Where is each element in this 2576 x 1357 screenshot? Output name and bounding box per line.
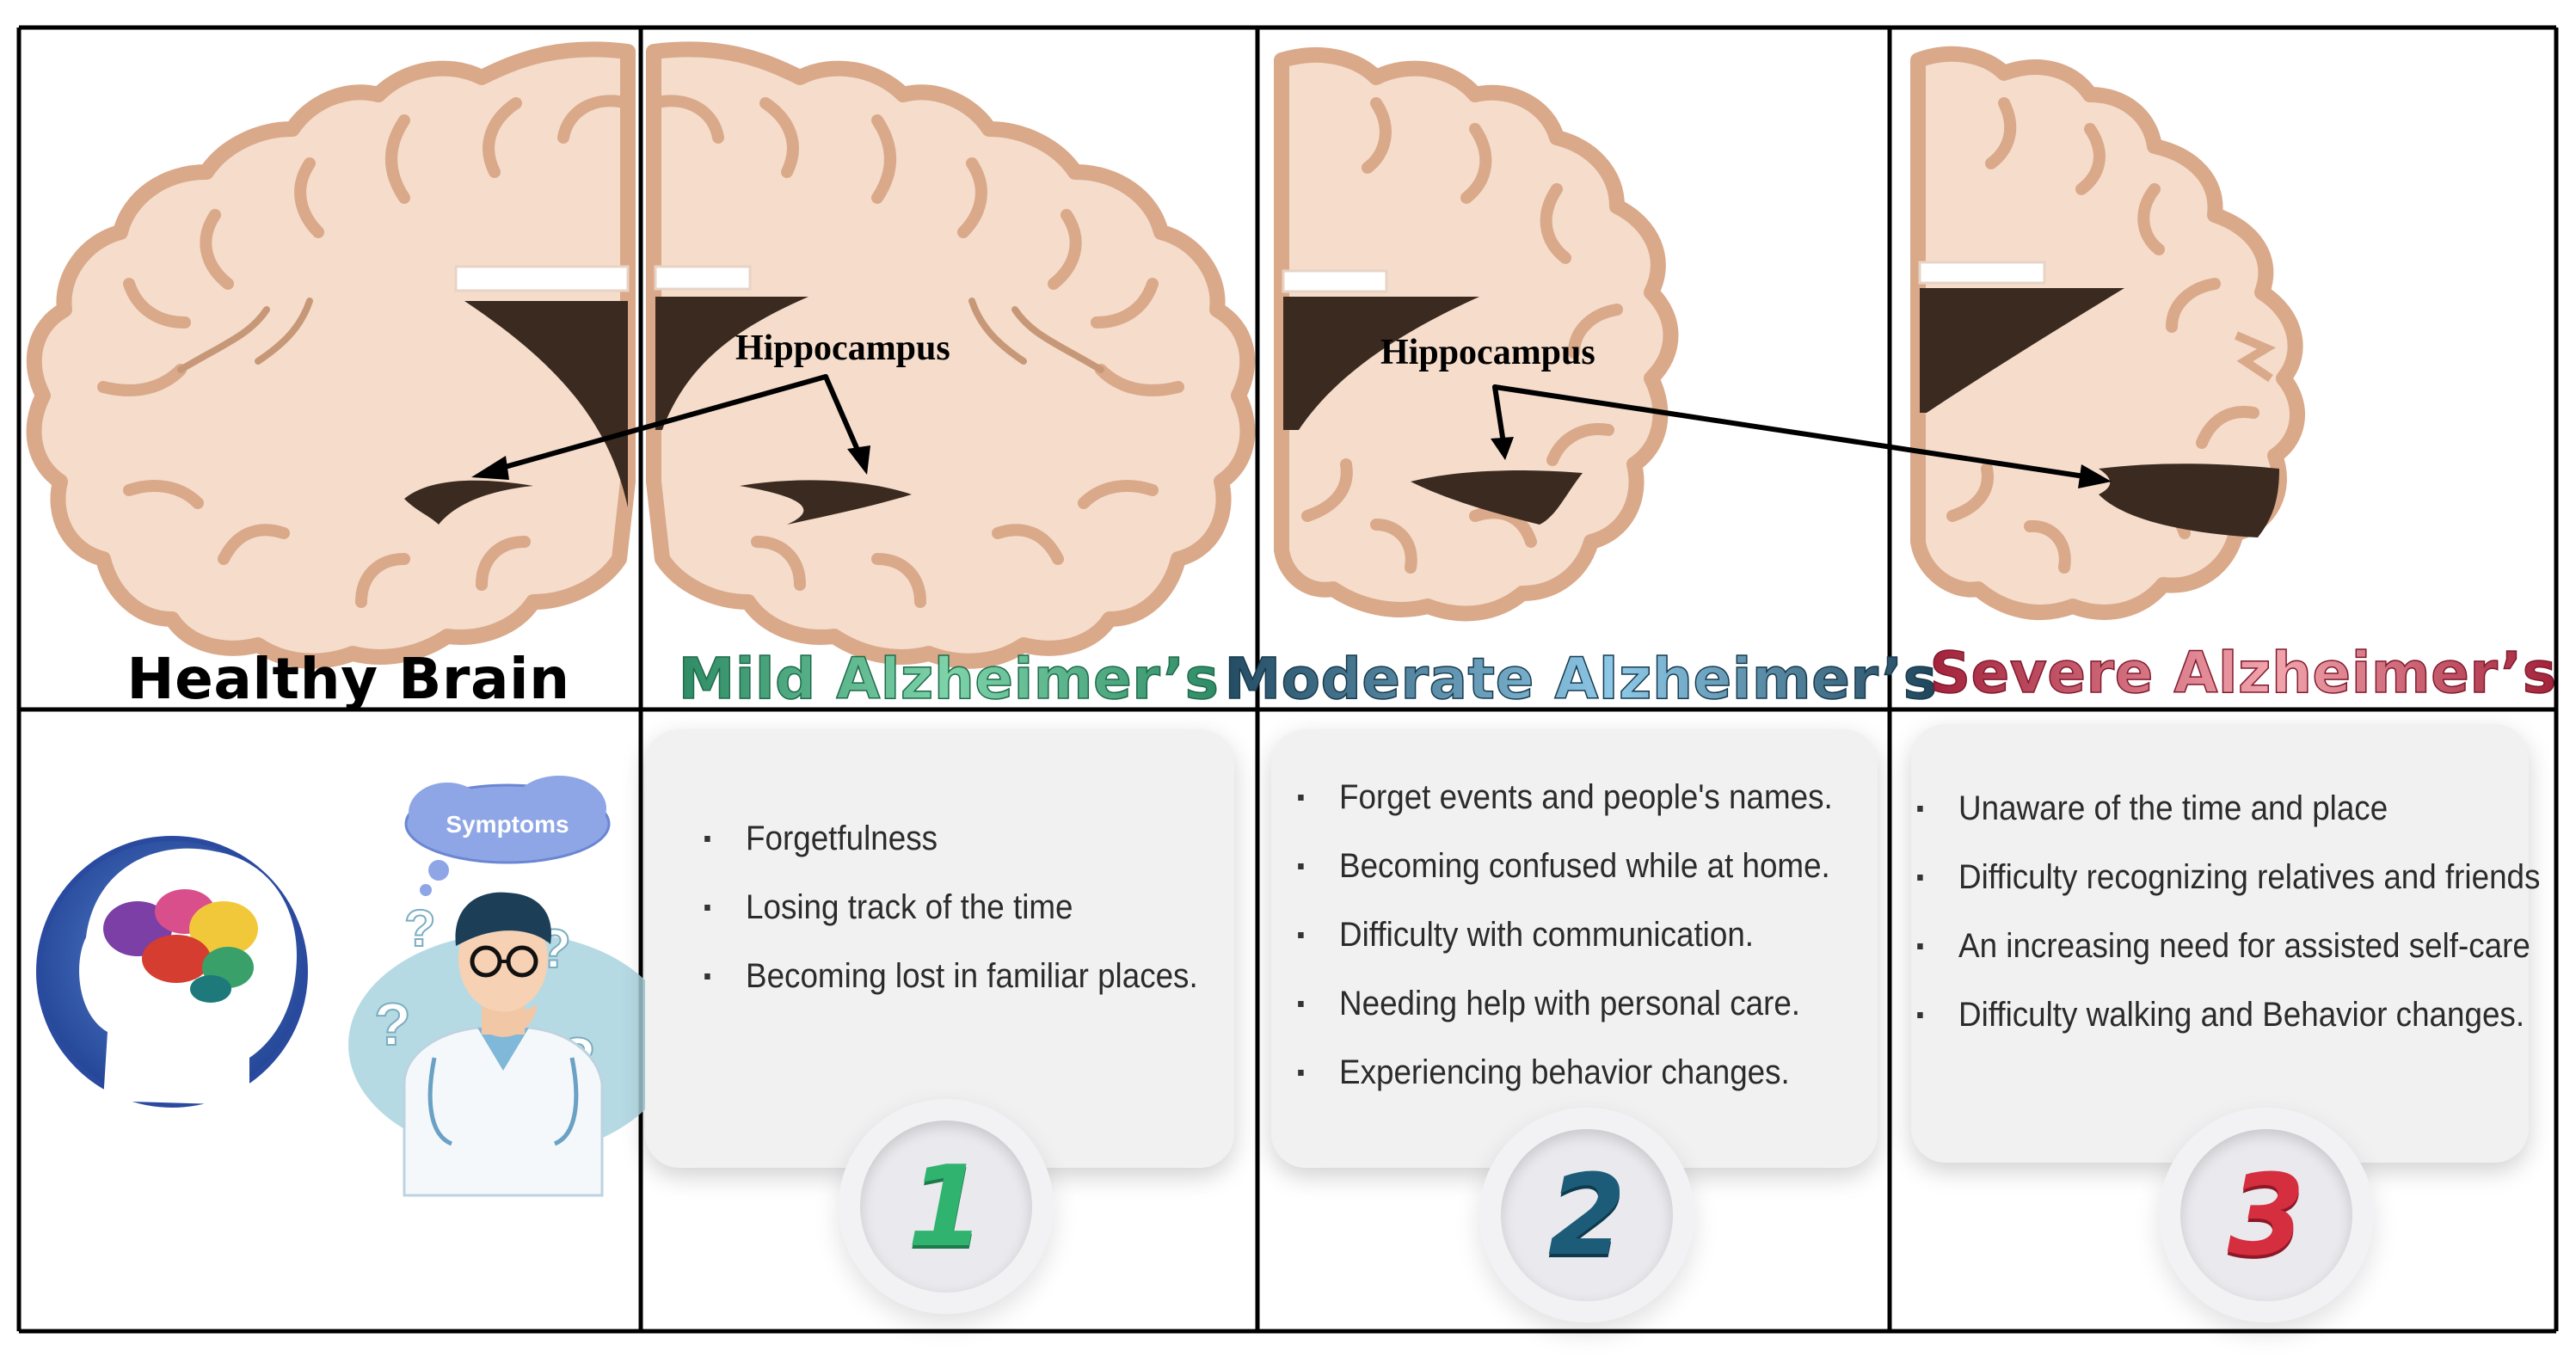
- stage-title-healthy: Healthy Brain: [126, 646, 569, 712]
- symptom-item: Forgetfulness: [697, 804, 1198, 873]
- hippocampus-label-left: Hippocampus: [735, 329, 950, 368]
- question-mark-icon: ?: [374, 991, 411, 1058]
- symptom-item: Becoming lost in familiar places.: [697, 942, 1198, 1010]
- doctor-thinking-illustration: Symptoms ? ? ? ?: [348, 776, 675, 1197]
- arrowhead-icon: [847, 445, 870, 475]
- arrowheads: [471, 437, 2112, 488]
- stage-title-severe: Severe Alzheimer’s: [1929, 640, 2556, 706]
- symptom-item: Difficulty recognizing relatives and fri…: [1909, 843, 2540, 912]
- severe-brain-image: [1910, 46, 2305, 621]
- mild-symptoms-list: Forgetfulness Losing track of the time B…: [697, 804, 1241, 1010]
- moderate-symptoms-list: Forget events and people's names. Becomi…: [1290, 763, 1880, 1107]
- symptom-item: Becoming confused while at home.: [1290, 832, 1833, 900]
- symptom-item: Losing track of the time: [697, 873, 1198, 942]
- stage-number-badge-moderate: 2: [1479, 1108, 1694, 1323]
- symptom-item: Forget events and people's names.: [1290, 763, 1833, 832]
- severe-symptoms-card: [1911, 724, 2529, 1163]
- arrow-to-moderate-hippocampus: [1492, 384, 1506, 445]
- stage-title-mild: Mild Alzheimer’s: [679, 646, 1220, 712]
- arrowhead-icon: [2078, 464, 2112, 488]
- arrow-to-severe-hippocampus: [1492, 384, 2093, 480]
- symptom-item: Experiencing behavior changes.: [1290, 1038, 1833, 1107]
- arrow-to-mild-hippocampus: [823, 374, 863, 458]
- hippocampus-annotations: [496, 374, 2093, 480]
- stage-number-3: 3: [2227, 1150, 2306, 1280]
- symptoms-bubble-label: Symptoms: [446, 811, 569, 838]
- brain-icon: [103, 889, 258, 1003]
- healthy-brain-image: [26, 41, 636, 669]
- arrowhead-icon: [471, 456, 509, 480]
- symptom-item: Difficulty walking and Behavior changes.: [1909, 980, 2540, 1049]
- symptom-item: Needing help with personal care.: [1290, 969, 1833, 1038]
- stage-title-moderate: Moderate Alzheimer’s: [1224, 646, 1937, 712]
- thought-cloud: [404, 776, 611, 896]
- stage-number-2: 2: [1547, 1150, 1626, 1280]
- mild-symptoms-card: [645, 729, 1234, 1168]
- arrow-to-healthy-hippocampus: [496, 374, 828, 471]
- arrowhead-icon: [1491, 437, 1514, 460]
- symptom-item: Unaware of the time and place: [1909, 774, 2540, 843]
- moderate-brain-image: [1274, 46, 1679, 622]
- symptom-item: An increasing need for assisted self-car…: [1909, 912, 2540, 980]
- stage-number-badge-mild: 1: [839, 1099, 1054, 1314]
- question-mark-icon: ?: [404, 900, 436, 957]
- severe-symptoms-list: Unaware of the time and place Difficulty…: [1909, 774, 2576, 1049]
- hippocampus-label-right: Hippocampus: [1380, 333, 1595, 372]
- head-with-brain-illustration: [36, 836, 308, 1108]
- table-grid: [16, 25, 2559, 1334]
- mild-brain-image: [646, 41, 1256, 669]
- stage-number-badge-severe: 3: [2159, 1108, 2374, 1323]
- stage-number-1: 1: [907, 1141, 986, 1272]
- moderate-symptoms-card: [1271, 729, 1878, 1168]
- symptom-item: Difficulty with communication.: [1290, 900, 1833, 969]
